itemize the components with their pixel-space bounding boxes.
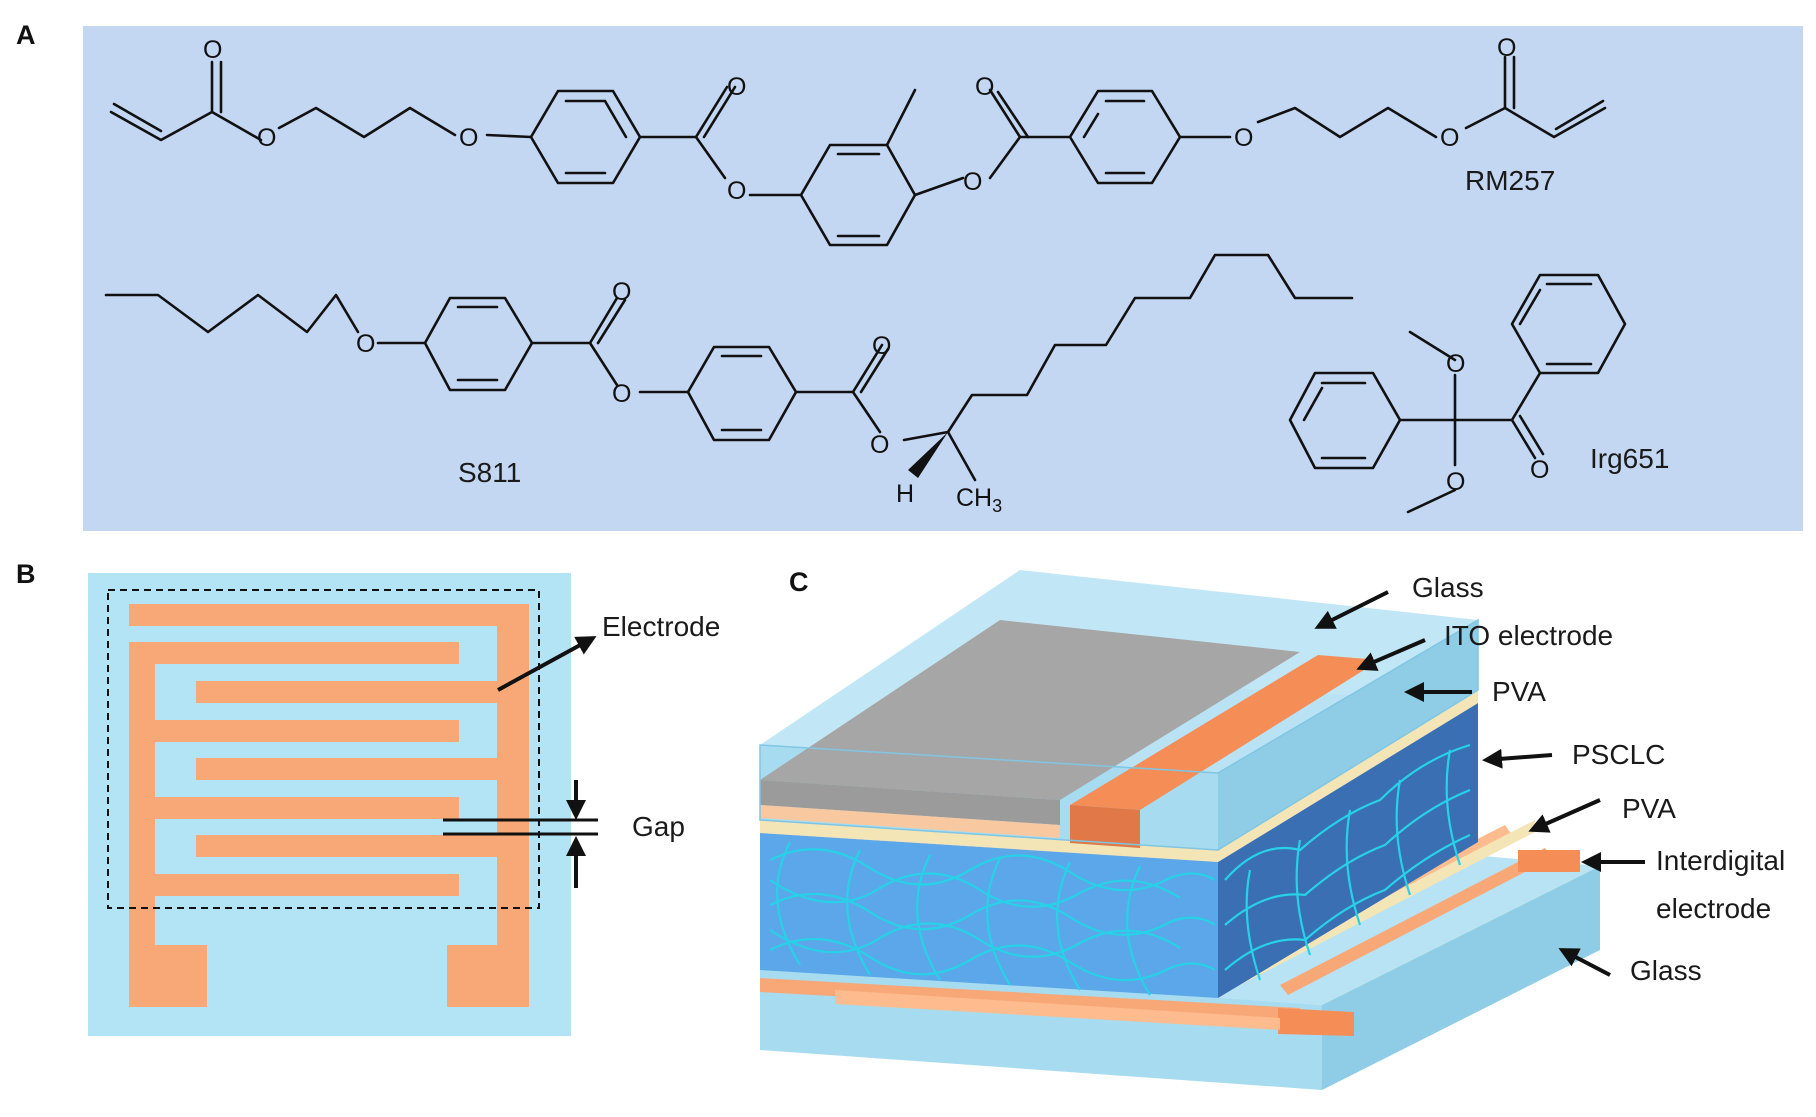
atom-oxygen: O [727,73,746,101]
atom-oxygen: O [1446,350,1465,378]
panel-label-c: C [789,567,809,597]
panel-a-background [83,26,1803,531]
label-ito-electrode: ITO electrode [1444,620,1613,651]
label-pva-bottom: PVA [1622,793,1676,824]
atom-oxygen: O [727,177,746,205]
cell-3d-view: Glass ITO electrode PVA PSCLC PVA Interd… [759,570,1785,1090]
atom-oxygen: O [975,73,994,101]
atom-oxygen: O [612,380,631,408]
finger-back-1 [1280,848,1552,995]
polymer-network-front [769,841,1216,996]
atom-oxygen: O [612,278,631,306]
atom-oxygen: O [1530,456,1549,484]
label-glass-top: Glass [1412,572,1484,603]
finger-front-1-side [1278,1008,1354,1036]
methyl-text: CH [956,484,992,512]
dashed-region [107,589,540,909]
molecule-s811: O O O O O H CH3 S811 [104,253,1354,516]
atom-oxygen: O [1497,34,1516,62]
pva-strip-front [760,805,1060,838]
label-psclc: PSCLC [1572,739,1665,770]
psclc-side [1218,703,1478,998]
panel-label-a: A [16,20,36,50]
pva-bottom [760,820,1535,985]
wedge-bond [908,432,948,478]
electrode-comb-left [129,604,529,1007]
electrode-label: Electrode [602,611,720,642]
atom-oxygen: O [1440,124,1459,152]
gap-label: Gap [632,811,685,842]
molecule-irg651: O O O Irg651 [1288,273,1669,514]
atom-oxygen: O [459,124,478,152]
electrode-pointer [497,636,597,692]
glass-top-outline [759,618,1479,851]
gray-slab-top [760,620,1300,800]
atom-oxygen: O [203,36,222,64]
interdigital-electrode-top-view: Electrode Gap [88,573,720,1036]
glass-top-side [1218,620,1478,850]
atom-methyl: CH3 [956,484,1002,516]
ito-electrode-front [1070,805,1140,848]
ito-electrode [1070,655,1380,810]
label-interdigital-line2: electrode [1656,893,1771,924]
atom-hydrogen: H [896,480,914,508]
molecule-label-irg651: Irg651 [1590,443,1669,474]
arrow-glass-top [1314,590,1389,629]
arrow-psclc [1482,748,1553,769]
arrow-pva-bottom [1528,798,1601,833]
glass-bottom-side [1322,866,1600,1090]
label-interdigital-line1: Interdigital [1656,845,1785,876]
panel-label-b: B [16,559,36,589]
electrode-comb-right [196,604,529,1007]
interdigital-edge [1518,850,1580,872]
atom-oxygen: O [356,330,375,358]
methyl-subscript: 3 [992,496,1002,516]
label-glass-bottom: Glass [1630,955,1702,986]
polymer-network-side [1224,743,1471,981]
gray-slab-front [760,780,1060,825]
psclc-front [760,833,1218,998]
atom-oxygen: O [872,332,891,360]
label-pva-top: PVA [1492,676,1546,707]
atom-oxygen: O [257,124,276,152]
molecule-rm257: O O O O O O O O O O RM257 [109,34,1607,247]
arrow-glass-bottom [1558,948,1611,977]
arrow-ito [1356,638,1426,671]
atom-oxygen: O [1446,468,1465,496]
molecule-label-rm257: RM257 [1465,165,1555,196]
finger-front-2 [835,990,1280,1030]
atom-oxygen: O [870,431,889,459]
atom-oxygen: O [963,168,982,196]
molecule-label-s811: S811 [458,457,521,488]
atom-oxygen: O [1234,124,1253,152]
